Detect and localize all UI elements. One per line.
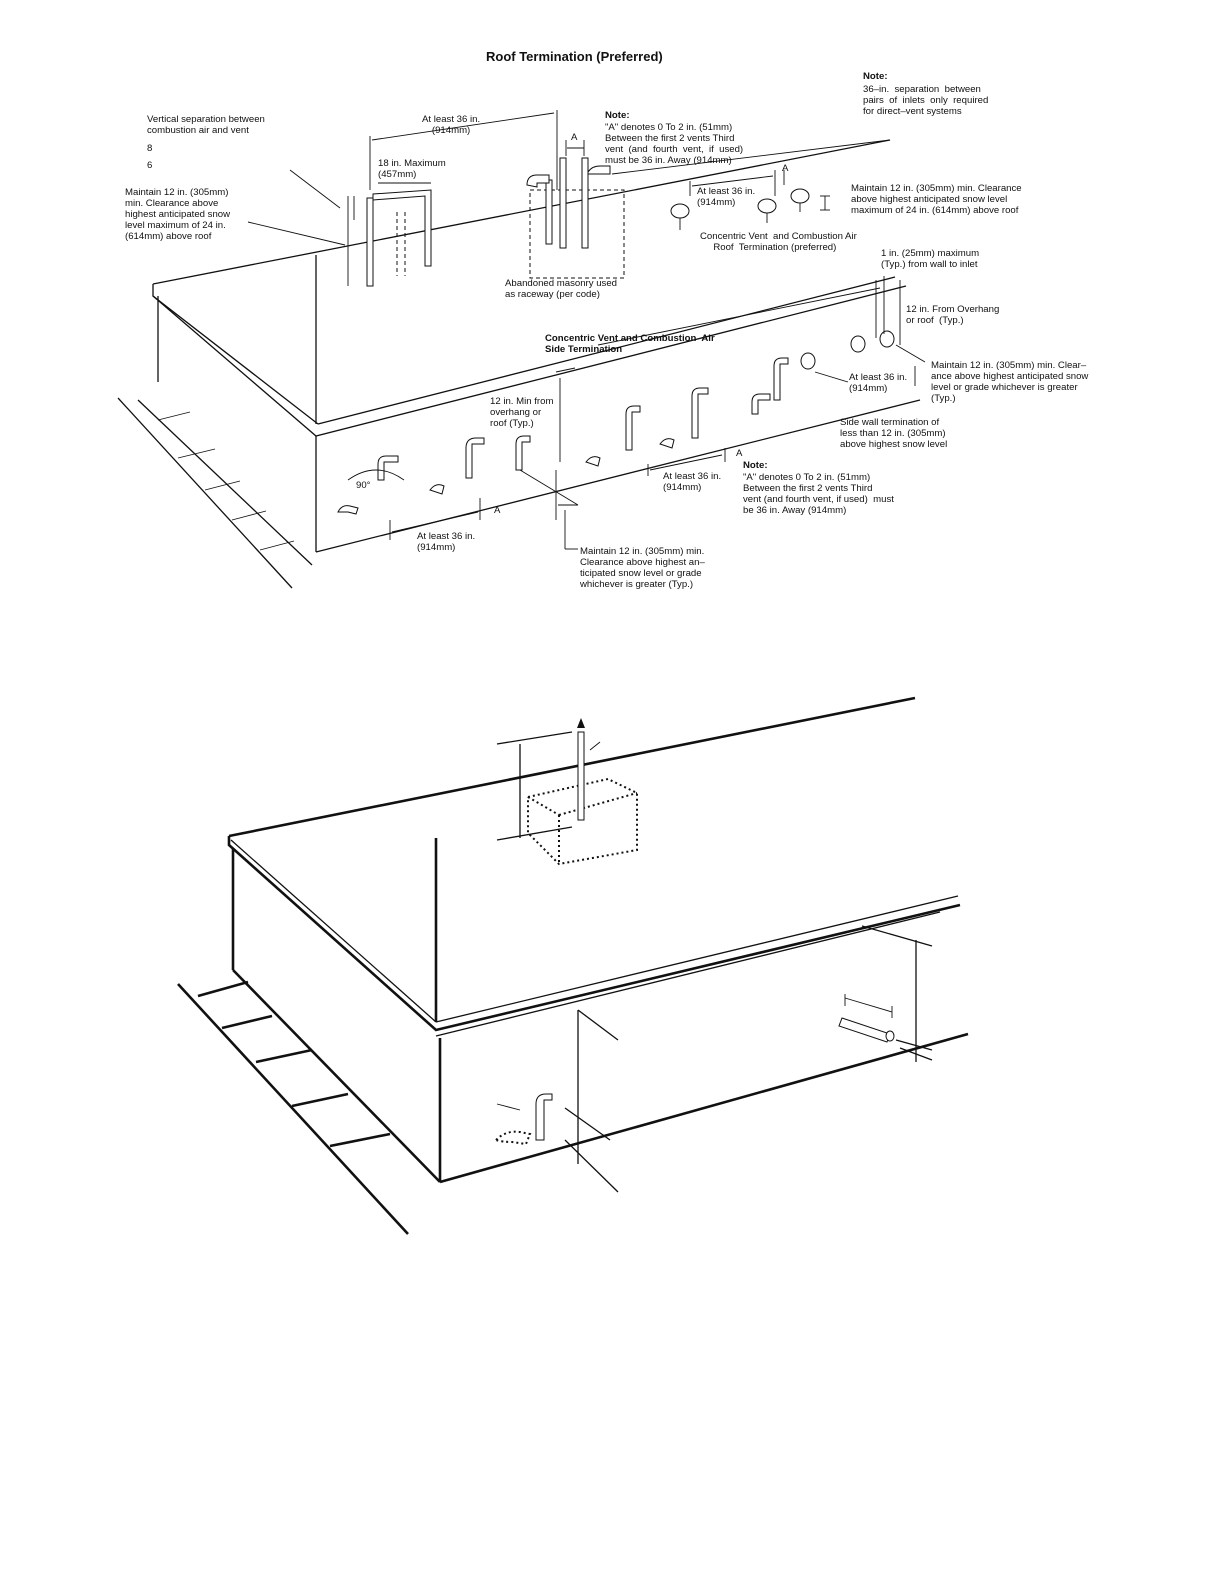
vertical-separation-label: Vertical separation between combustion a… — [147, 114, 265, 136]
at-least-36-right-label: At least 36 in. (914mm) — [697, 186, 756, 208]
concentric-roof-label: Concentric Vent and Combustion Air Roof … — [700, 231, 857, 253]
twelve-overhang-label: 12 in. From Overhang or roof (Typ.) — [906, 304, 1000, 326]
note-a-bottom-body: "A" denotes 0 To 2 in. (51mm) Between th… — [743, 472, 894, 516]
a-label-3: A — [494, 505, 501, 516]
note-a-top-heading: Note: — [605, 110, 630, 121]
at-least-36-side-right-label: At least 36 in. (914mm) — [849, 372, 908, 394]
maintain-12-left-label: Maintain 12 in. (305mm) min. Clearance a… — [125, 187, 231, 242]
number-6: 6 — [147, 160, 153, 171]
at-least-36-mid-label: At least 36 in. (914mm) — [663, 471, 722, 493]
note-a-top-body: "A" denotes 0 To 2 in. (51mm) Between th… — [605, 122, 744, 166]
number-8: 8 — [147, 143, 153, 154]
note-a-bottom-heading: Note: — [743, 460, 768, 471]
roof-termination-diagram — [117, 110, 926, 589]
maintain-12-bottom-label: Maintain 12 in. (305mm) min. Clearance a… — [580, 546, 705, 590]
maintain-12-side-label: Maintain 12 in. (305mm) min. Clear– ance… — [931, 360, 1089, 404]
note-top-right-body: 36–in. separation between pairs of inlet… — [863, 84, 989, 117]
twelve-min-label: 12 in. Min from overhang or roof (Typ.) — [490, 396, 554, 429]
note-top-right-heading: Note: — [863, 71, 888, 82]
at-least-36-top-label: At least 36 in. (914mm) — [422, 114, 481, 136]
one-in-max-label: 1 in. (25mm) maximum (Typ.) from wall to… — [881, 248, 980, 270]
at-least-36-bottom-label: At least 36 in. (914mm) — [417, 531, 476, 553]
a-label-2: A — [782, 163, 789, 174]
maintain-12-right-label: Maintain 12 in. (305mm) min. Clearance a… — [851, 183, 1022, 216]
abandoned-masonry-label: Abandoned masonry used as raceway (per c… — [505, 278, 618, 300]
eighteen-max-label: 18 in. Maximum (457mm) — [378, 158, 446, 180]
a-label-4: A — [736, 448, 743, 459]
concentric-side-label: Concentric Vent and Combustion Air Side … — [545, 333, 715, 355]
ninety-degree-label: 90° — [356, 480, 371, 491]
diagram-title: Roof Termination (Preferred) — [486, 49, 663, 64]
side-wall-label: Side wall termination of less than 12 in… — [840, 417, 948, 450]
a-label-1: A — [571, 132, 578, 143]
